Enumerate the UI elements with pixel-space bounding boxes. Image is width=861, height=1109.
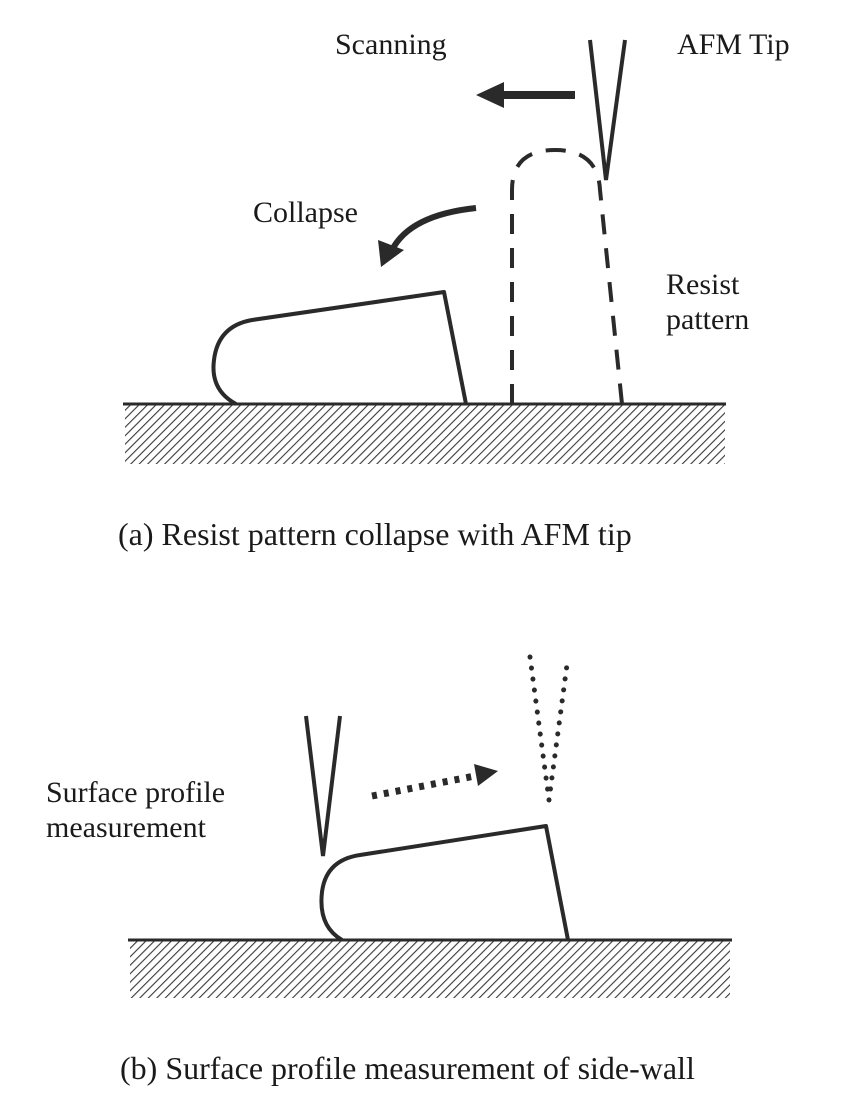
dotted-arrow-head (474, 764, 498, 786)
dotted-arrow (371, 772, 476, 800)
collapsed-resist-pattern (211, 290, 468, 406)
afm-tip-dotted (527, 654, 571, 801)
collapse-arrow-head (378, 240, 404, 267)
collapse-arrow (389, 205, 477, 252)
substrate-b (130, 940, 730, 998)
afm-tip-a (588, 39, 627, 181)
panel-b (128, 654, 732, 998)
surface-profile-label: Surface profile measurement (46, 776, 225, 845)
resist-label-line1: Resist (666, 268, 740, 301)
scanning-label: Scanning (335, 28, 447, 61)
standing-resist-pattern (510, 147, 624, 405)
scanning-arrow-head (476, 82, 504, 108)
panel-a (123, 39, 726, 464)
caption-b: (b) Surface profile measurement of side-… (120, 1050, 695, 1086)
substrate-a (125, 404, 725, 464)
resist-label-line2: pattern (666, 302, 750, 336)
afm-tip-b (304, 715, 342, 857)
surface-label-line1: Surface profile (46, 776, 226, 809)
collapse-label: Collapse (253, 196, 358, 229)
caption-a: (a) Resist pattern collapse with AFM tip (118, 516, 632, 552)
resist-pattern-b (319, 824, 570, 942)
resist-pattern-label: Resist pattern (666, 268, 749, 337)
surface-label-line2: measurement (46, 810, 206, 844)
afm-tip-label: AFM Tip (677, 28, 790, 61)
